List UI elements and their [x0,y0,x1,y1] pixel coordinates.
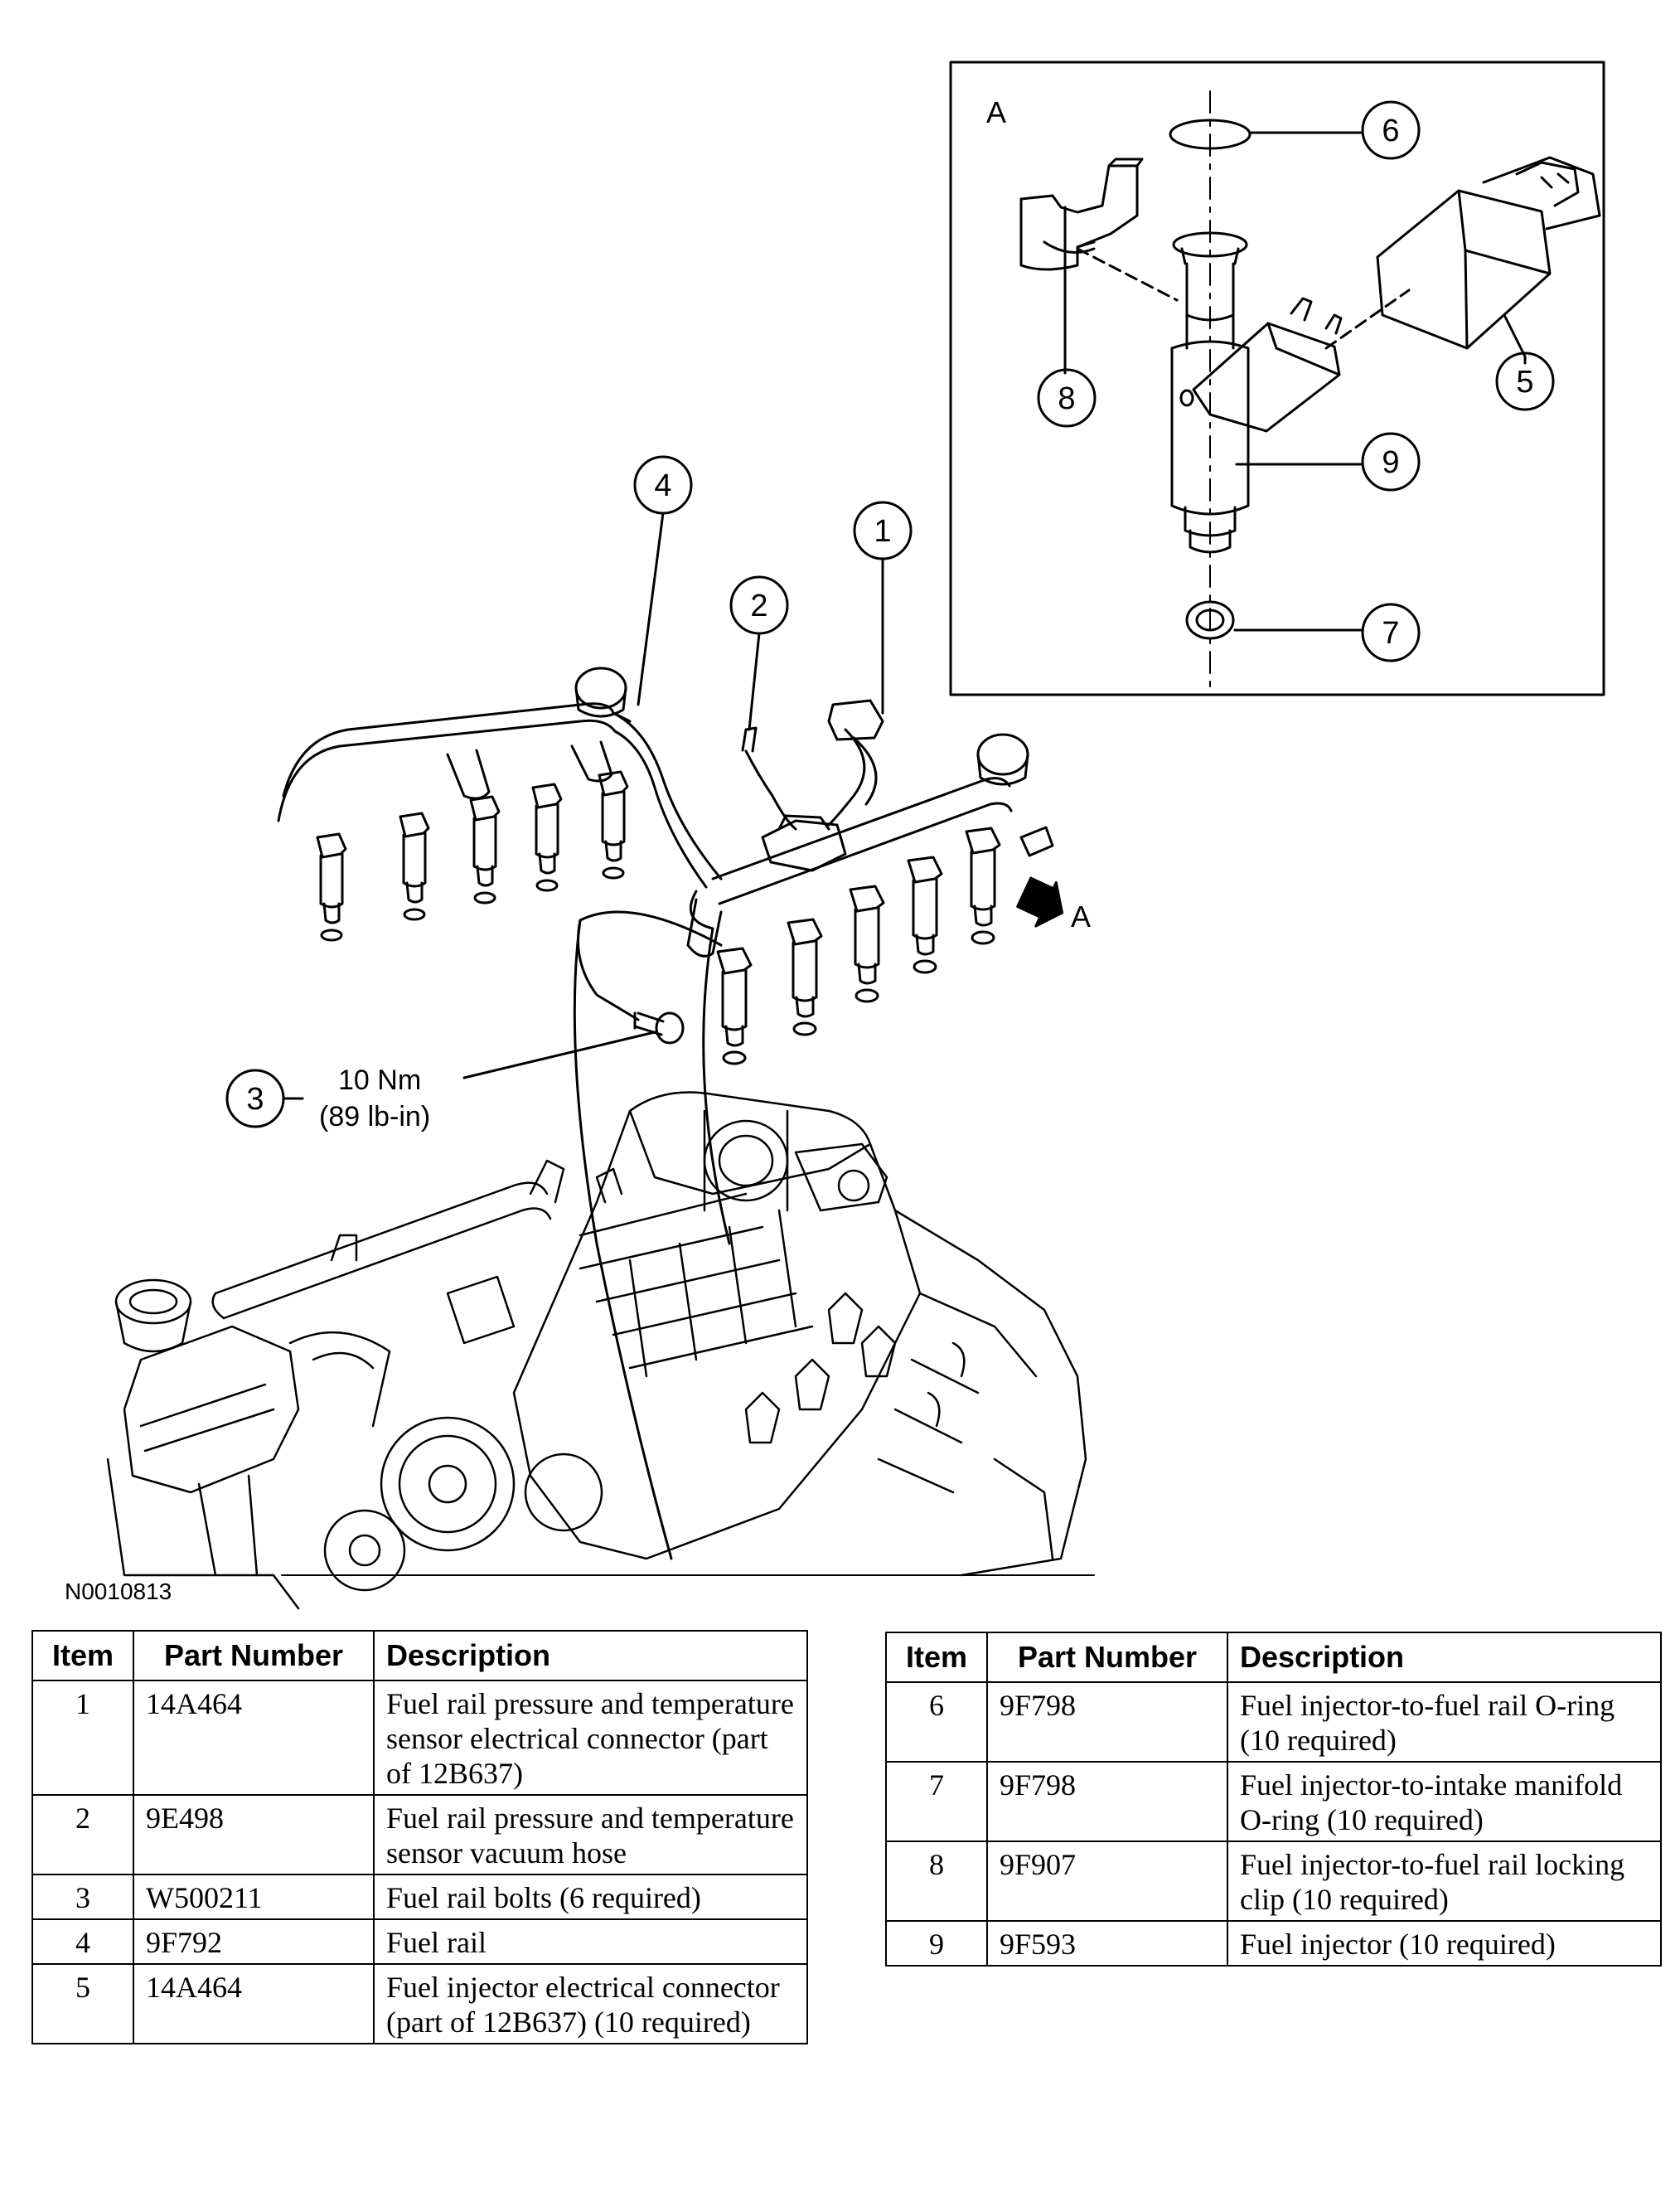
description-cell: Fuel rail pressure and temperature senso… [373,1680,808,1796]
description-cell: Fuel injector electrical connector (part… [373,1963,808,2044]
arrow-label: A [1071,900,1091,934]
item-cell: 3 [31,1874,134,1920]
fuel-rail-bolt [633,1011,685,1045]
header-description: Description [373,1630,808,1681]
part-number-cell: 9F798 [986,1761,1228,1842]
locking-clip-detail [1019,158,1144,271]
item-cell: 4 [31,1918,134,1965]
description-cell: Fuel injector-to-fuel rail O-ring (10 re… [1227,1681,1662,1763]
item-cell: 2 [31,1794,134,1875]
description-cell: Fuel injector-to-fuel rail locking clip … [1227,1841,1662,1922]
table-header-row: Item Part Number Description [31,1630,808,1681]
description-cell: Fuel injector (10 required) [1227,1920,1662,1967]
callout-9-label: 9 [1382,445,1399,480]
detail-view-a: A [949,61,1605,696]
header-part-number: Part Number [133,1630,375,1681]
part-number-cell: 9F907 [986,1841,1228,1922]
callout-6 [1361,100,1421,160]
figure-id: N0010813 [65,1579,172,1604]
description-cell: Fuel injector-to-intake manifold O-ring … [1227,1761,1662,1842]
header-part-number: Part Number [986,1632,1228,1683]
item-cell: 8 [885,1841,988,1922]
table-row: 5 14A464 Fuel injector electrical connec… [31,1963,808,2044]
part-number-cell: 9F792 [133,1918,375,1965]
table-row: 4 9F792 Fuel rail [31,1918,808,1965]
part-number-cell: 9F798 [986,1681,1228,1763]
callouts [225,100,1555,1128]
parts-table-left: Item Part Number Description 1 14A464 Fu… [31,1630,808,2044]
callout-5 [1495,352,1555,411]
engine-illustration [106,1091,1095,1610]
callout-7-label: 7 [1382,616,1399,651]
callout-5-label: 5 [1516,365,1533,400]
table-row: 6 9F798 Fuel injector-to-fuel rail O-rin… [885,1681,1662,1763]
injectors-front-bank [716,827,1001,1065]
header-item: Item [885,1632,988,1683]
item-cell: 6 [885,1681,988,1763]
description-cell: Fuel rail pressure and temperature senso… [373,1794,808,1875]
injectors-rear-bank [316,770,629,942]
part-number-cell: 14A464 [133,1680,375,1796]
torque-nm: 10 Nm [338,1065,421,1096]
exploded-view-diagram: A [106,61,1605,1610]
lower-o-ring [1185,600,1235,640]
callout-7 [1361,603,1421,662]
fuel-damper-front [976,733,1029,776]
table-row: 9 9F593 Fuel injector (10 required) [885,1920,1662,1967]
callout-8 [1037,368,1097,428]
item-cell: 5 [31,1963,134,2044]
detail-view-frame [949,61,1605,696]
callout-2-label: 2 [750,589,767,623]
part-number-cell: W500211 [133,1874,375,1920]
part-number-cell: 14A464 [133,1963,375,2044]
callout-4-label: 4 [654,468,671,503]
table-row: 2 9E498 Fuel rail pressure and temperatu… [31,1794,808,1875]
fuel-rail-assembly [277,667,1054,1560]
item-cell: 1 [31,1680,134,1796]
table-row: 8 9F907 Fuel injector-to-fuel rail locki… [885,1841,1662,1922]
view-arrow [1016,876,1064,928]
callout-1-label: 1 [874,514,891,549]
table-row: 7 9F798 Fuel injector-to-intake manifold… [885,1761,1662,1842]
description-cell: Fuel rail bolts (6 required) [373,1874,808,1920]
description-cell: Fuel rail [373,1918,808,1965]
callout-9 [1361,432,1421,492]
item-cell: 9 [885,1920,988,1967]
fuel-damper-rear [574,667,627,710]
callout-8-label: 8 [1058,381,1075,416]
part-number-cell: 9F593 [986,1920,1228,1967]
part-number-cell: 9E498 [133,1794,375,1875]
parts-table-right: Item Part Number Description 6 9F798 Fue… [885,1632,1662,1967]
table-row: 3 W500211 Fuel rail bolts (6 required) [31,1874,808,1920]
torque-lbin: (89 lb-in) [319,1101,430,1132]
item-cell: 7 [885,1761,988,1842]
callout-3-label: 3 [246,1082,264,1117]
detail-view-label: A [986,95,1006,129]
upper-o-ring [1169,119,1252,150]
table-header-row: Item Part Number Description [885,1632,1662,1683]
header-description: Description [1227,1632,1662,1683]
table-row: 1 14A464 Fuel rail pressure and temperat… [31,1680,808,1796]
header-item: Item [31,1630,134,1681]
connector-detail [1376,156,1601,350]
injector-detail [1170,231,1343,554]
callout-6-label: 6 [1382,114,1399,148]
